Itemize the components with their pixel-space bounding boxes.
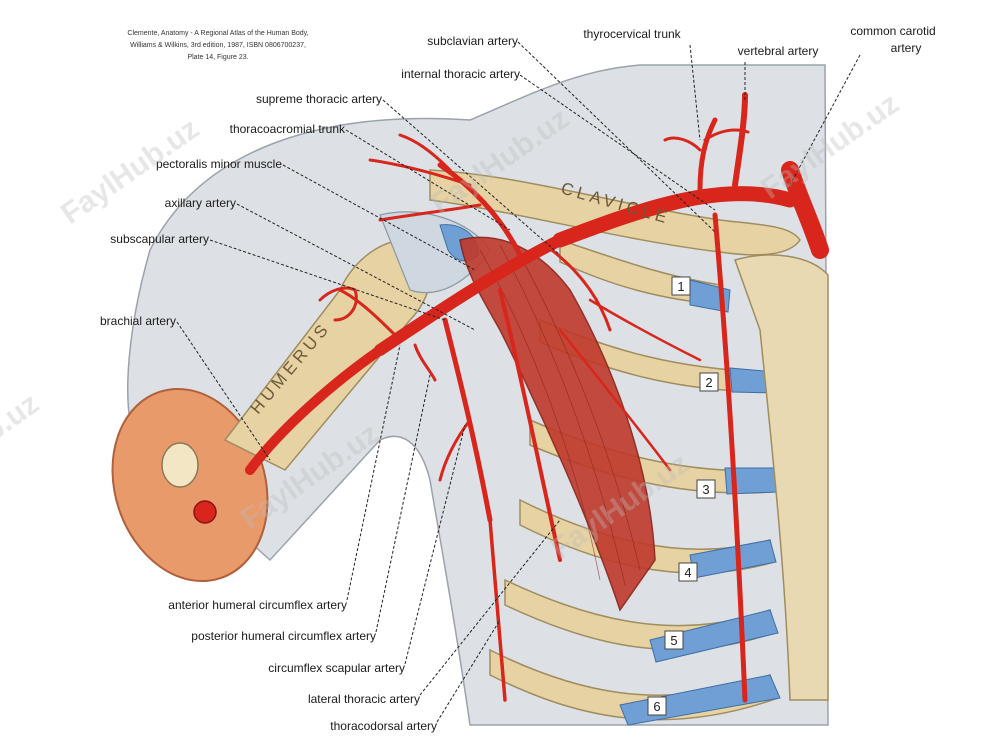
- thyrocervical-trunk-shape: [697, 117, 718, 193]
- citation-line-3: Plate 14, Figure 23.: [187, 54, 248, 61]
- label-supreme-thoracic-artery: supreme thoracic artery: [256, 92, 382, 106]
- leader-lines: [176, 41, 861, 723]
- lateral-thoracic-artery-shape: [498, 288, 562, 562]
- arteries: [245, 92, 829, 703]
- rib-number-1: 1: [677, 279, 684, 294]
- label-subscapular-artery: subscapular artery: [110, 232, 209, 246]
- label-common-carotid-line-2: artery: [891, 41, 922, 55]
- brachial-artery-cross-section: [193, 500, 217, 524]
- label-thyrocervical-trunk: thyrocervical trunk: [583, 27, 681, 41]
- internal-thoracic-artery-shape: [712, 212, 748, 703]
- citation-line-1: Clemente, Anatomy - A Regional Atlas of …: [127, 30, 308, 37]
- supreme-thoracic-artery-shape: [543, 243, 612, 332]
- thoracoacromial-trunk-shape: [437, 162, 523, 258]
- circumflex-scapular-artery-shape: [438, 418, 472, 482]
- vertebral-artery-shape: [732, 92, 748, 188]
- label-pectoralis-minor-muscle: pectoralis minor muscle: [156, 157, 282, 171]
- label-axillary-artery: axillary artery: [165, 196, 236, 210]
- brachial-artery-shape: [245, 345, 385, 475]
- posterior-humeral-circumflex-shape: [413, 343, 437, 382]
- rib-number-5: 5: [670, 633, 677, 648]
- citation-line-2: Williams & Wilkins, 3rd edition, 1987, I…: [130, 42, 306, 49]
- label-circumflex-scapular-artery: circumflex scapular artery: [268, 661, 405, 675]
- label-subclavian-artery: subclavian artery: [427, 34, 518, 48]
- rib-number-4: 4: [684, 565, 691, 580]
- anterior-humeral-circumflex-shape: [338, 288, 402, 342]
- label-thoracodorsal-artery: thoracodorsal artery: [330, 719, 437, 733]
- subclavian-artery-shape: [552, 186, 798, 248]
- watermark-4: FaylHub.uz: [0, 387, 45, 506]
- sternum: [734, 254, 829, 701]
- label-internal-thoracic-artery: internal thoracic artery: [401, 67, 520, 81]
- label-brachial-artery: brachial artery: [100, 314, 176, 328]
- label-thoracoacromial-trunk: thoracoacromial trunk: [230, 122, 346, 136]
- subscapular-artery-shape: [442, 317, 493, 523]
- axillary-artery-shape: [374, 234, 566, 356]
- thoracodorsal-artery-shape: [488, 518, 507, 702]
- label-anterior-humeral-circumflex-artery: anterior humeral circumflex artery: [168, 598, 347, 612]
- rib-number-3: 3: [702, 482, 709, 497]
- label-posterior-humeral-circumflex-artery: posterior humeral circumflex artery: [191, 629, 376, 643]
- label-lateral-thoracic-artery: lateral thoracic artery: [308, 692, 420, 706]
- label-vertebral-artery: vertebral artery: [738, 44, 819, 58]
- rib-numbers: 1 2 3 4 5 6: [647, 276, 719, 716]
- label-common-carotid-line-1: common carotid: [850, 24, 935, 38]
- rib-number-2: 2: [705, 375, 712, 390]
- rib-number-6: 6: [653, 699, 660, 714]
- humerus-cross-section: [161, 442, 199, 488]
